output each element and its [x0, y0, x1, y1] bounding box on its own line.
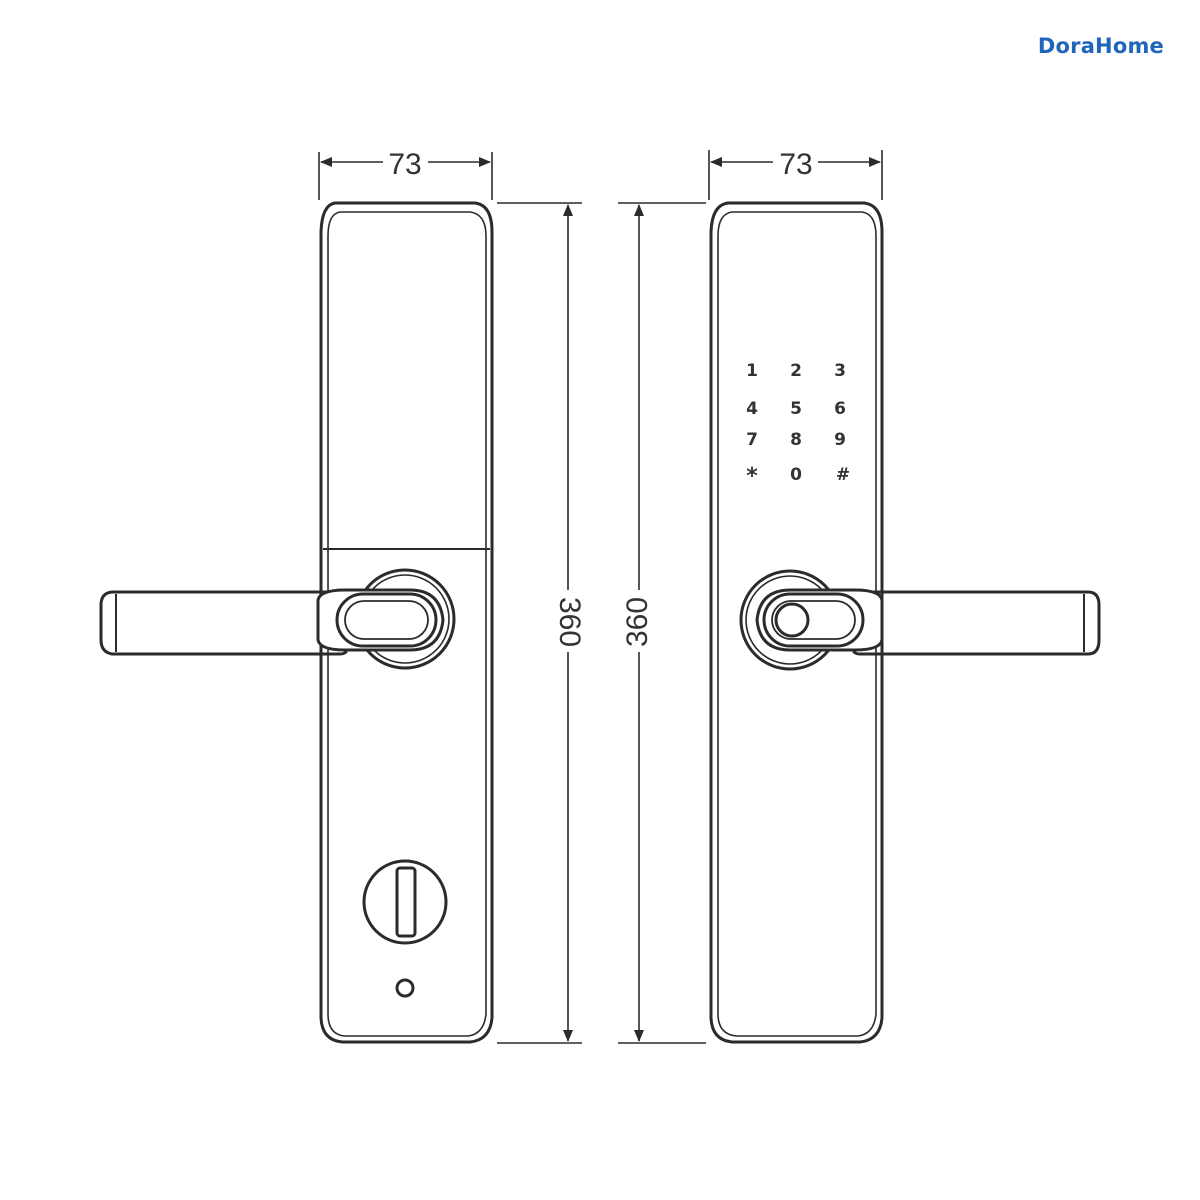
back-handle-grip: [316, 588, 445, 652]
front-panel-view: [709, 201, 1101, 1044]
key-hash: #: [836, 465, 850, 485]
key-6: 6: [834, 399, 846, 419]
key-4: 4: [746, 399, 758, 419]
thumb-turn-slot: [395, 866, 417, 938]
key-9: 9: [834, 430, 846, 450]
key-3: 3: [834, 361, 846, 381]
keypad: 1 2 3 4 5 6 7 8 9 * 0 #: [746, 361, 850, 489]
front-panel-inner-outline: [717, 211, 877, 1037]
front-handle-lever: [852, 590, 1101, 656]
front-handle-grip-inner: [762, 592, 865, 648]
right-height-label: 360: [621, 597, 654, 647]
right-width-label: 73: [779, 148, 812, 181]
key-1: 1: [746, 361, 758, 381]
back-panel-inner-outline: [327, 211, 487, 1037]
right-width-dimension: [708, 150, 883, 200]
reset-hole: [395, 978, 415, 998]
brand-logo-text: DoraHome: [1037, 34, 1164, 58]
key-0: 0: [790, 465, 802, 485]
left-height-label: 360: [553, 597, 586, 647]
key-5: 5: [790, 399, 802, 419]
left-width-dimension: [318, 152, 493, 200]
back-panel-outline: [319, 201, 494, 1044]
back-panel-view: [99, 201, 494, 1044]
brand-logo: DoraHome: [1038, 34, 1164, 58]
back-handle-lever: [99, 590, 348, 656]
key-star: *: [746, 464, 758, 489]
key-7: 7: [746, 430, 758, 450]
back-handle-grip-inner: [335, 592, 438, 648]
key-2: 2: [790, 361, 802, 381]
right-height-dimension: [618, 202, 706, 1044]
thumb-turn-knob: [362, 859, 448, 945]
left-height-dimension: [497, 202, 582, 1044]
fingerprint-sensor: [774, 602, 810, 638]
back-handle-grip-inner-2: [344, 600, 429, 640]
front-handle-grip-inner-2: [771, 600, 856, 640]
key-8: 8: [790, 430, 802, 450]
left-width-label: 73: [388, 148, 421, 181]
front-panel-outline: [709, 201, 884, 1044]
